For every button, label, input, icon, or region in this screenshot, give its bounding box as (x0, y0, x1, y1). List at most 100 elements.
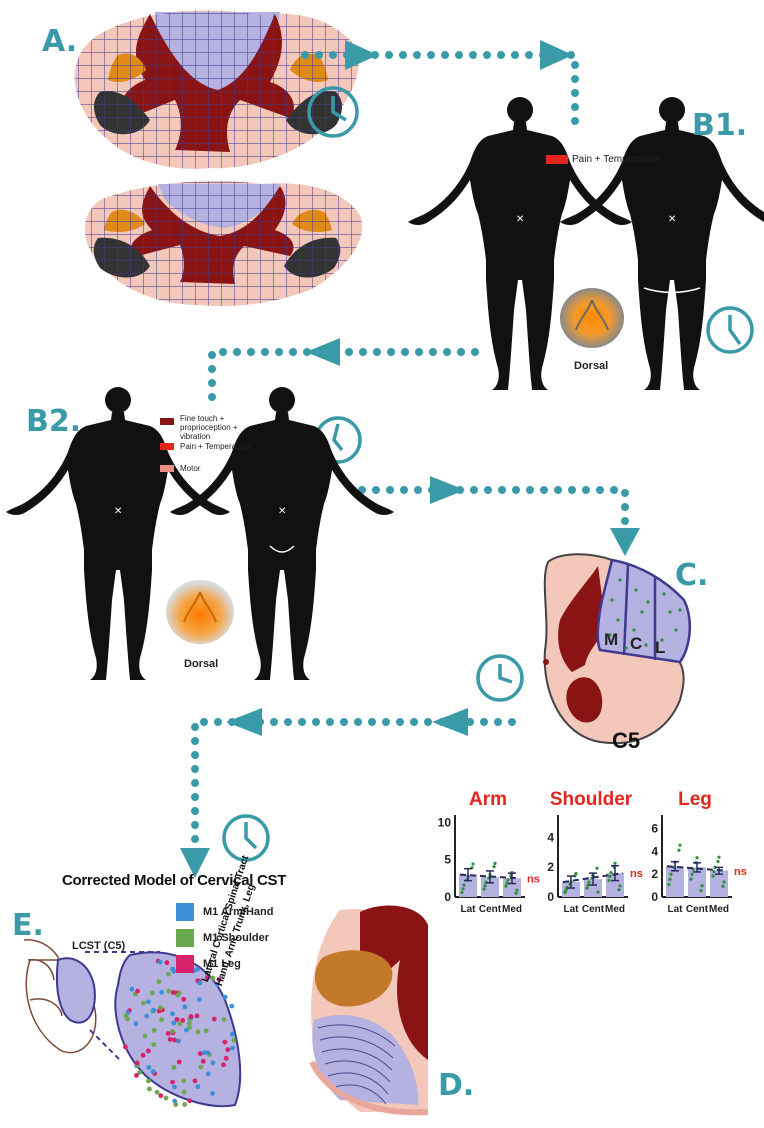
axon-dot (142, 1033, 148, 1039)
data-point (716, 859, 720, 864)
b2-caption: Dorsal (184, 658, 219, 670)
data-point (483, 884, 487, 888)
axon-dot (172, 1037, 177, 1043)
axon-dot (123, 1044, 128, 1050)
data-point (595, 866, 599, 870)
axon-dot (180, 1018, 186, 1023)
axon-dot (170, 1079, 175, 1085)
x-tick-label: Lat (461, 904, 477, 915)
axon-dot (221, 1062, 226, 1068)
axon-dot (166, 988, 172, 994)
axon-dot (181, 1078, 187, 1084)
y-tick-label: 0 (547, 890, 554, 904)
axon-dot (172, 1084, 177, 1090)
b1-caption: Dorsal (574, 360, 609, 372)
panel-label-a: A. (42, 24, 78, 59)
data-point (608, 874, 612, 879)
panel-a-spinal-grid (74, 10, 363, 307)
axon-dot (195, 966, 201, 972)
data-point (460, 890, 464, 895)
data-point (504, 884, 508, 888)
b2-legend-motor: Motor (180, 464, 201, 473)
axon-dot (222, 1039, 228, 1045)
legend-label-shoulder: M1 Shoulder (203, 932, 270, 944)
axon-dot (187, 1020, 192, 1026)
data-point (506, 878, 510, 882)
y-tick-label: 6 (651, 822, 658, 836)
data-point (678, 843, 682, 847)
legend-swatch-leg (176, 955, 194, 973)
data-point (462, 883, 466, 887)
data-point (668, 877, 672, 881)
data-point (505, 881, 509, 885)
arrow-heads (180, 40, 640, 878)
x-tick-label: Lat (564, 904, 580, 915)
axon-dot (151, 1042, 157, 1047)
axon-dot (146, 1065, 152, 1070)
x-tick-label: Cent (686, 904, 709, 915)
axon-dot (141, 1000, 146, 1006)
axon-dot (146, 1048, 151, 1054)
panel-label-b2: B2. (26, 404, 82, 439)
ns-annotation: ns (527, 873, 540, 885)
axon-dot (203, 1028, 209, 1034)
data-point (699, 889, 703, 893)
axon-dot (181, 996, 187, 1002)
x-tick-label: Med (709, 904, 729, 915)
axon-dot (215, 982, 220, 987)
axon-dot (171, 1020, 177, 1026)
data-point (609, 870, 613, 875)
data-point (471, 862, 475, 866)
svg-text:✕: ✕ (278, 506, 286, 517)
data-point (700, 884, 704, 888)
data-point (515, 888, 519, 892)
axon-dot (133, 1021, 139, 1027)
axon-dot (171, 1065, 177, 1070)
data-point (669, 872, 673, 876)
axon-dot (210, 975, 216, 981)
data-point (607, 878, 611, 883)
axon-dot (221, 1017, 227, 1022)
axon-dot (188, 1014, 194, 1019)
bar (562, 882, 580, 897)
data-point (585, 886, 589, 890)
bar (459, 874, 477, 897)
axon-dot (170, 966, 176, 972)
axon-dot (196, 997, 202, 1002)
data-point (667, 882, 671, 886)
region-c: C (630, 634, 643, 653)
axon-dot (144, 1013, 150, 1019)
panel-d-tract (309, 905, 429, 1116)
axon-dot (146, 1078, 151, 1084)
axon-dot (200, 1058, 206, 1064)
data-point (690, 872, 694, 876)
axon-dot (174, 1017, 180, 1022)
axon-dot (137, 1070, 143, 1075)
axon-dot (182, 1004, 188, 1010)
e-title: Corrected Model of Cervical CST (62, 872, 287, 889)
axon-dot (173, 1102, 179, 1107)
axon-dot (151, 1007, 157, 1013)
axon-dot (195, 1084, 201, 1090)
axon-dot (163, 1095, 169, 1101)
axon-dot (146, 999, 151, 1005)
axon-dot (166, 971, 171, 977)
axon-dot (231, 1037, 237, 1043)
data-point (617, 888, 621, 892)
legend-swatch-shoulder (176, 929, 194, 947)
data-point (618, 884, 622, 888)
y-tick-label: 10 (438, 815, 452, 829)
axon-dot (216, 977, 222, 982)
data-point (574, 871, 578, 876)
axon-dot (159, 989, 165, 995)
axon-dot (150, 990, 155, 996)
svg-text:✕: ✕ (668, 214, 676, 225)
axon-dot (202, 1050, 207, 1055)
axon-dot (157, 959, 163, 965)
axon-dot (154, 1089, 160, 1095)
x-tick-label: Cent (582, 904, 605, 915)
data-point (493, 861, 497, 865)
